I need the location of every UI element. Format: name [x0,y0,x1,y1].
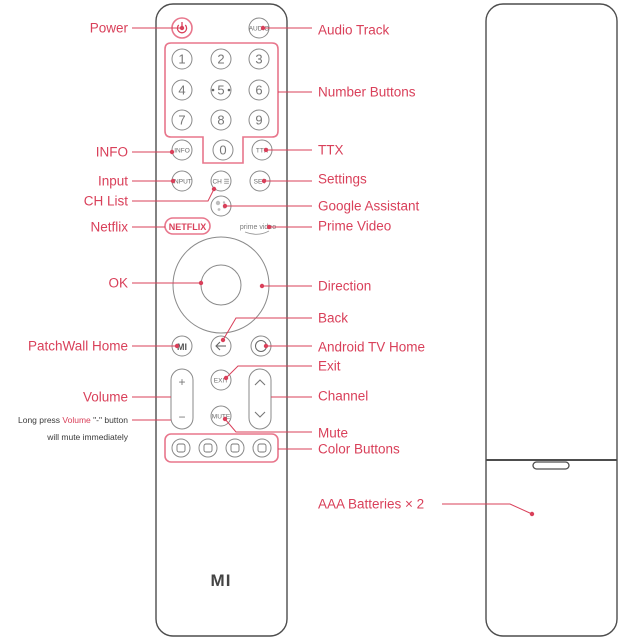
prime-video-logo: prime video [240,224,276,231]
label-aaa-batteries: AAA Batteries × 2 [318,497,424,512]
volume-note-line1: Long press Volume "-" button [18,415,128,425]
label-patchwall-home: PatchWall Home [28,339,128,354]
ch-list-button[interactable]: CH ☰ [210,170,232,192]
label-settings: Settings [318,172,367,187]
remote-back-body [485,3,618,637]
svg-text:1: 1 [178,52,185,67]
color-buttons-outline [164,433,279,463]
channel-up-icon [254,379,266,386]
label-audio-track: Audio Track [318,23,390,38]
volume-up-icon: + [178,375,185,389]
prime-video-button[interactable]: prime video [240,224,276,235]
svg-text:MUTE: MUTE [212,414,231,421]
svg-text:CH ☰: CH ☰ [212,179,229,186]
label-ch-list: CH List [84,194,129,209]
callout-labels: Power INFO Input CH List Netflix OK Patc… [18,21,425,512]
mi-icon: MI [177,342,187,352]
tactile-dot-icon [211,88,215,92]
number-button-5[interactable]: 5 [210,79,232,101]
label-channel: Channel [318,389,368,404]
label-prime-video: Prime Video [318,219,391,234]
label-google-assistant: Google Assistant [318,199,420,214]
svg-text:INPUT: INPUT [172,179,192,186]
svg-text:2: 2 [217,52,224,67]
svg-text:6: 6 [255,83,262,98]
svg-text:TTX: TTX [256,148,269,155]
label-ttx: TTX [318,143,344,158]
color-button-3[interactable] [225,438,245,458]
channel-down-icon [254,411,266,418]
color-button-2[interactable] [198,438,218,458]
label-mute: Mute [318,426,348,441]
volume-down-icon: − [178,410,185,424]
mi-logo: MI [211,571,232,590]
number-button-7[interactable]: 7 [171,109,193,131]
back-arrow-icon [215,341,226,351]
label-back: Back [318,311,348,326]
channel-rocker[interactable] [248,368,272,430]
svg-text:SET: SET [254,179,267,186]
label-power: Power [90,21,129,36]
svg-text:7: 7 [178,113,185,128]
leader-lines [132,25,535,517]
number-button-3[interactable]: 3 [248,48,270,70]
label-netflix: Netflix [90,220,128,235]
svg-text:9: 9 [255,113,262,128]
mute-button[interactable]: MUTE [210,405,232,427]
exit-button[interactable]: EXIT [210,369,232,391]
volume-note-line2: will mute immediately [46,432,129,442]
number-button-1[interactable]: 1 [171,48,193,70]
number-button-2[interactable]: 2 [210,48,232,70]
volume-rocker[interactable]: + − [170,368,194,430]
number-button-8[interactable]: 8 [210,109,232,131]
svg-text:4: 4 [178,83,185,98]
label-color-buttons: Color Buttons [318,442,400,457]
label-direction: Direction [318,279,371,294]
remote-back [485,3,618,637]
label-volume: Volume [83,390,128,405]
info-button[interactable]: INFO [171,139,193,161]
battery-cover-latch[interactable] [532,461,570,470]
number-button-0[interactable]: 0 [212,139,234,161]
svg-text:EXIT: EXIT [214,378,228,385]
label-number-buttons: Number Buttons [318,85,416,100]
number-pad-outline [164,42,279,164]
color-button-1[interactable] [171,438,191,458]
label-ok: OK [108,276,128,291]
svg-text:INFO: INFO [174,148,190,155]
remote-front: AUDIO 1 2 3 4 5 6 7 8 9 0 INFO TTX INPUT… [155,3,288,637]
svg-text:0: 0 [219,143,226,158]
audio-button-label: AUDIO [249,26,270,33]
svg-text:5: 5 [217,83,224,98]
back-button[interactable] [210,335,232,357]
ok-button[interactable] [200,264,242,306]
prime-smile-icon [244,230,270,235]
svg-text:8: 8 [217,113,224,128]
label-android-tv-home: Android TV Home [318,340,425,355]
netflix-logo: NETFLIX [169,222,207,232]
number-button-6[interactable]: 6 [248,79,270,101]
label-input: Input [98,174,128,189]
label-info: INFO [96,145,128,160]
number-button-9[interactable]: 9 [248,109,270,131]
number-button-4[interactable]: 4 [171,79,193,101]
svg-text:3: 3 [255,52,262,67]
color-button-4[interactable] [252,438,272,458]
remote-front-body [155,3,288,637]
netflix-button[interactable]: NETFLIX [164,217,211,235]
direction-pad[interactable] [172,236,270,334]
label-exit: Exit [318,359,341,374]
